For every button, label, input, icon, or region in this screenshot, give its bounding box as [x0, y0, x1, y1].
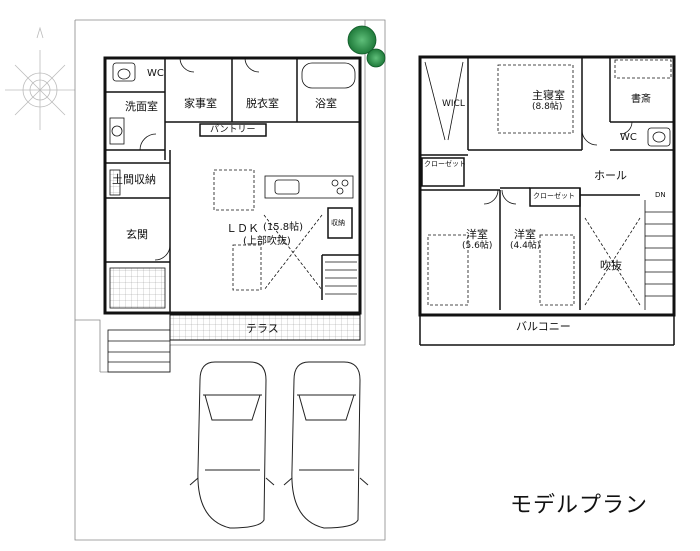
room-note-ldk: (上部吹抜)	[243, 236, 291, 247]
room-label-wicl: WICL	[442, 99, 465, 109]
room-size-ldk: (15.8帖)	[263, 222, 304, 233]
room-label-hall: ホール	[594, 169, 627, 182]
terrace-deck	[169, 314, 361, 341]
room-label-wc-1f: WC	[147, 68, 164, 79]
room-label-closet-left: クローゼット	[424, 160, 466, 168]
room-label-doma-shuno: 土間収納	[112, 173, 156, 186]
room-label-balcony: バルコニー	[516, 320, 571, 333]
room-label-genkan: 玄関	[126, 228, 148, 241]
garden-tree-icon	[347, 25, 386, 68]
room-size-youshitsu-1: (5.6帖)	[462, 241, 493, 251]
room-label-kajishitsu: 家事室	[184, 97, 217, 110]
room-label-fukinuke: 吹抜	[600, 259, 622, 272]
room-label-master-bedroom: 主寝室	[532, 89, 565, 102]
parking-cars	[189, 361, 369, 529]
room-label-youshitsu-1: 洋室	[466, 228, 488, 241]
room-label-pantry: パントリー	[210, 125, 256, 135]
compass-icon	[5, 26, 75, 130]
room-label-closet-mid: クローゼット	[533, 192, 575, 200]
second-floor-walls	[418, 55, 676, 317]
room-label-study: 書斎	[631, 94, 651, 105]
plan-title: モデルプラン	[510, 493, 649, 518]
room-label-ldk: ＬＤＫ	[226, 222, 259, 235]
room-size-master-bedroom: (8.8帖)	[532, 102, 563, 112]
stair-direction-dn: DN	[655, 191, 666, 199]
entry-steps	[107, 329, 171, 373]
second-floor-fixtures	[424, 59, 674, 310]
room-label-youshitsu-2: 洋室	[514, 228, 536, 241]
first-floor-fixtures	[109, 57, 357, 309]
room-label-yokushitsu: 浴室	[315, 97, 337, 110]
room-label-wc-2f: WC	[620, 132, 637, 143]
room-label-senmenshitsu: 洗面室	[125, 100, 158, 113]
room-label-shuno: 収納	[331, 219, 345, 227]
room-size-youshitsu-2: (4.4帖)	[510, 241, 541, 251]
room-label-datsuishitsu: 脱衣室	[246, 97, 279, 110]
room-label-terrace: テラス	[246, 322, 279, 335]
